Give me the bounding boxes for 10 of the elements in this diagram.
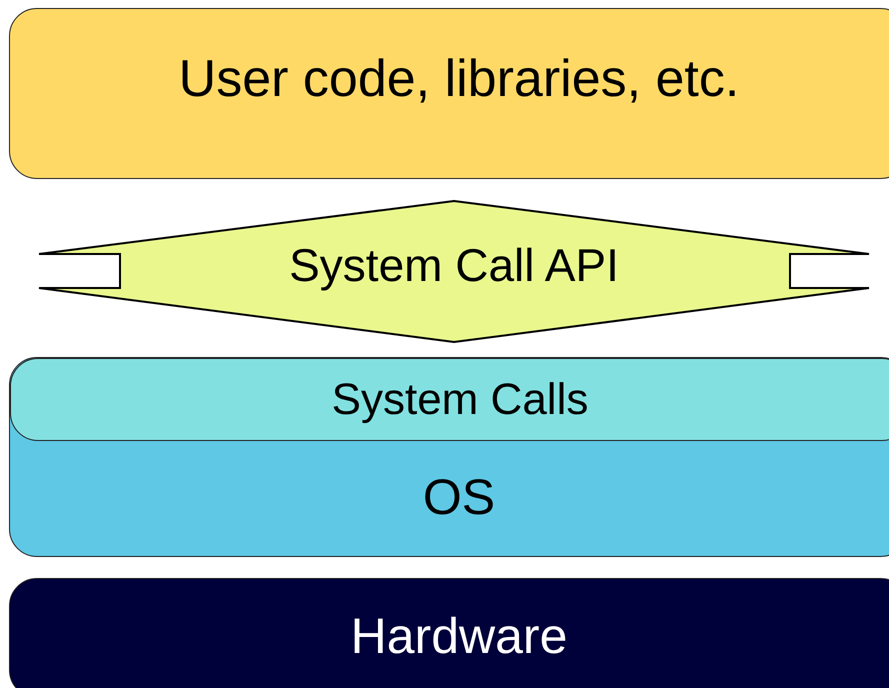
layer-label: System Call API <box>289 238 619 292</box>
layer-band <box>10 358 889 441</box>
layer-box <box>9 578 889 688</box>
layer-label: System Calls <box>332 375 588 425</box>
layer-label: OS <box>422 468 496 526</box>
double-arrow-shape <box>38 200 870 343</box>
layer-label: Hardware <box>350 607 568 665</box>
layer-box <box>9 8 889 179</box>
layer-box <box>9 357 889 557</box>
layer-label: User code, libraries, etc. <box>178 49 740 109</box>
